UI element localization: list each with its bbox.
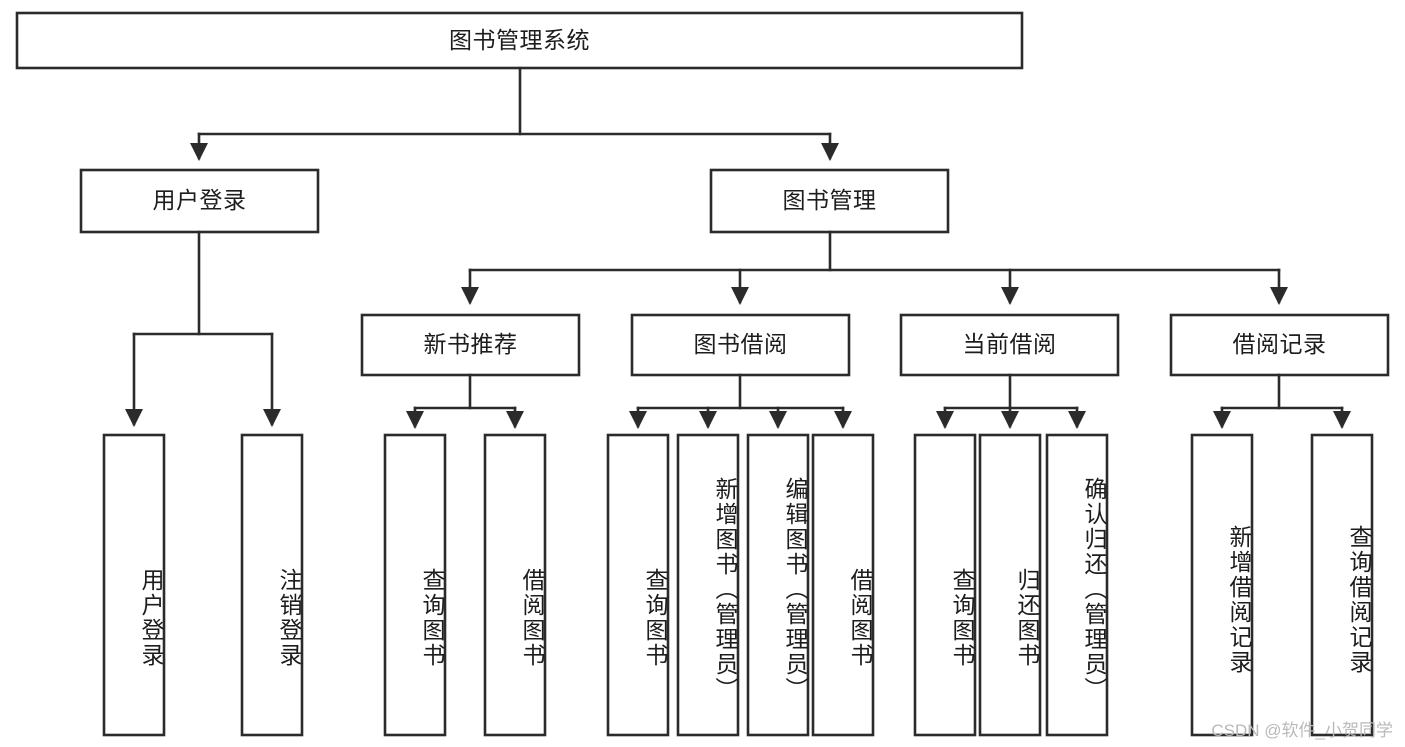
node-box-book-management[interactable] bbox=[709, 168, 950, 234]
node-box-leaf-borrow-book-1[interactable] bbox=[483, 433, 547, 737]
node-box-leaf-query-book-2[interactable] bbox=[606, 433, 670, 737]
node-box-leaf-query-record[interactable] bbox=[1310, 433, 1374, 737]
node-box-user-login[interactable] bbox=[79, 168, 320, 234]
node-box-leaf-add-record[interactable] bbox=[1190, 433, 1254, 737]
node-box-root[interactable] bbox=[15, 11, 1024, 70]
node-box-current-borrow[interactable] bbox=[899, 313, 1120, 377]
node-box-leaf-add-book[interactable] bbox=[676, 433, 740, 737]
node-box-leaf-query-book-3[interactable] bbox=[913, 433, 977, 737]
node-box-borrow-record[interactable] bbox=[1169, 313, 1390, 377]
node-box-new-book-recommend[interactable] bbox=[360, 313, 581, 377]
node-box-leaf-borrow-book-2[interactable] bbox=[811, 433, 875, 737]
node-box-leaf-user-login[interactable] bbox=[102, 433, 166, 737]
node-box-leaf-return-book[interactable] bbox=[978, 433, 1042, 737]
node-box-leaf-query-book-1[interactable] bbox=[383, 433, 447, 737]
node-box-leaf-edit-book[interactable] bbox=[746, 433, 810, 737]
node-box-leaf-confirm-return[interactable] bbox=[1045, 433, 1109, 737]
node-box-book-borrow[interactable] bbox=[630, 313, 851, 377]
node-box-leaf-logout-login[interactable] bbox=[240, 433, 304, 737]
